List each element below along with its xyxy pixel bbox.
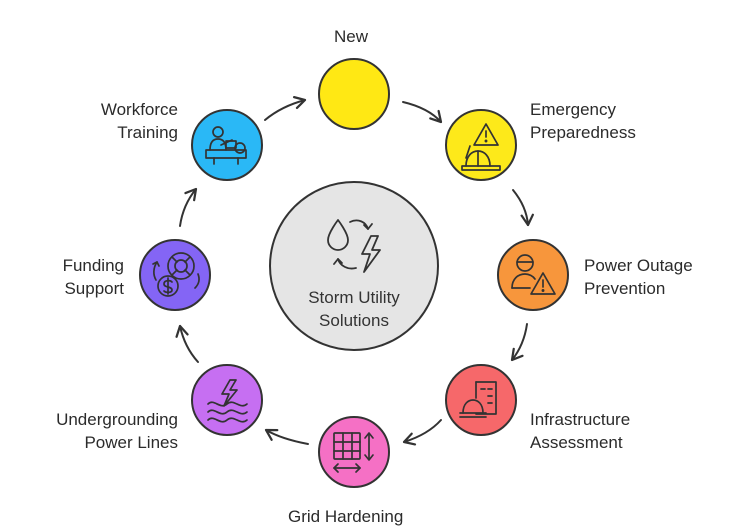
- lightning-waves-icon: [207, 379, 248, 423]
- arrow-training-to-new: [264, 95, 307, 121]
- step-label-infrastructure-assessment: Infrastructure Assessment: [530, 410, 631, 452]
- arrow-underground-to-funding: [175, 324, 199, 363]
- grid-arrows-icon: [333, 432, 374, 473]
- arrow-grid-to-underground: [264, 428, 309, 445]
- step-label-new: New: [334, 27, 369, 46]
- step-circle-funding-support: [139, 239, 211, 311]
- money-lifebuoy-icon: [152, 252, 200, 297]
- arrow-outage-to-infrastructure: [510, 323, 528, 362]
- arrow-new-to-emergency: [402, 101, 443, 124]
- water-drop-lightning-cycle-icon: [327, 219, 381, 273]
- arrow-funding-to-training: [179, 187, 198, 227]
- step-circle-infrastructure-assessment: [445, 364, 517, 436]
- step-label-funding-support: Funding Support: [62, 256, 124, 298]
- step-circle-new: [318, 58, 390, 130]
- arrow-infrastructure-to-grid: [402, 419, 442, 446]
- step-label-undergrounding-power-lines: Undergrounding Power Lines: [56, 410, 178, 452]
- worker-warning-icon: [511, 254, 556, 295]
- trainer-desk-icon: [205, 126, 247, 165]
- step-circle-grid-hardening: [318, 416, 390, 488]
- construction-warning-icon: [461, 123, 501, 171]
- step-label-power-outage-prevention: Power Outage Prevention: [584, 256, 693, 298]
- center-hub: [269, 181, 439, 351]
- step-circle-power-outage-prevention: [497, 239, 569, 311]
- building-worker-icon: [459, 381, 497, 418]
- center-label: Storm Utility Solutions: [308, 288, 400, 330]
- step-label-workforce-training: Workforce Training: [100, 100, 178, 142]
- step-label-emergency-preparedness: Emergency Preparedness: [530, 100, 636, 142]
- step-label-grid-hardening: Grid Hardening: [288, 507, 404, 526]
- arrow-emergency-to-outage: [512, 189, 534, 227]
- cycle-arrows: [175, 95, 534, 446]
- step-circle-workforce-training: [191, 109, 263, 181]
